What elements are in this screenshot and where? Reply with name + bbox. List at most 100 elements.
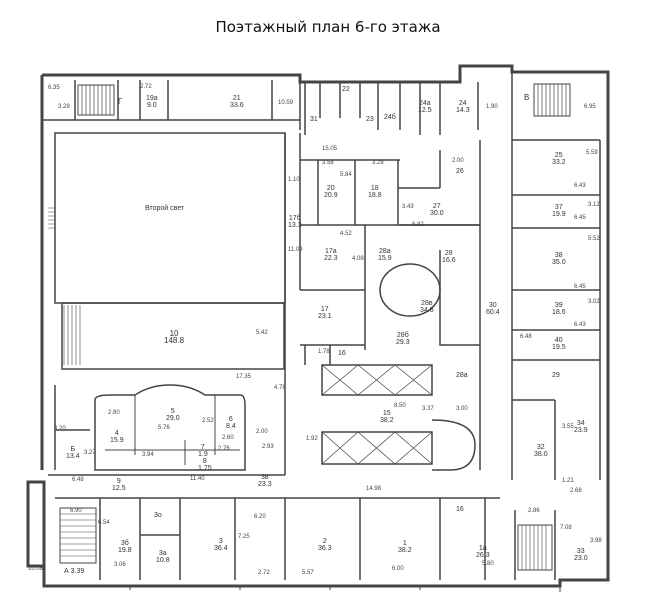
dimension-label: 2.93 — [262, 444, 274, 450]
room-label: 16 — [456, 506, 464, 513]
dimension-label: 7.08 — [560, 525, 572, 531]
room-label: 3о — [154, 512, 162, 519]
dimension-label: 3.20 — [54, 426, 66, 432]
room-label: Г — [118, 97, 123, 106]
dimension-label: 11.09 — [288, 247, 303, 253]
dimension-label: 2.72 — [140, 84, 152, 90]
room-label: 31 — [310, 116, 318, 123]
dimension-label: 2.68 — [570, 488, 582, 494]
dimension-label: 6.95 — [584, 104, 596, 110]
dimension-label: 3.37 — [422, 406, 434, 412]
dimension-label: 3.06 — [114, 562, 126, 568]
dimension-label: 11.40 — [190, 476, 205, 482]
dimension-label: 6.20 — [254, 514, 266, 520]
dimension-label: 1.78 — [318, 349, 330, 355]
room-label: В — [524, 93, 530, 102]
dimension-label: 3.58 — [322, 160, 334, 166]
room-label: 24б — [384, 114, 396, 121]
dimension-label: 4.52 — [340, 231, 352, 237]
dimension-label: 14.98 — [366, 486, 382, 492]
dimension-label: 4.08 — [352, 256, 364, 262]
dimension-label: 3.98 — [590, 538, 602, 544]
hall-label: Второй свет — [145, 205, 185, 212]
dimension-label: 1.21 — [562, 478, 574, 484]
dimension-label: 2.60 — [222, 435, 234, 441]
dimension-label: 3.28 — [372, 160, 384, 166]
dimension-label: 6.45 — [574, 215, 586, 221]
plan-title: Поэтажный план 6-го этажа — [215, 18, 441, 36]
room-label: 16 — [338, 350, 346, 357]
dimension-label: 17.35 — [236, 374, 252, 380]
room-label: 26 — [456, 168, 464, 175]
dimension-label: 6.43 — [574, 322, 586, 328]
room-label: А 3.39 — [64, 568, 85, 575]
dimension-label: 5.57 — [302, 570, 314, 576]
dimension-label: 5.80 — [482, 561, 494, 567]
dimension-label: 1.10 — [288, 177, 300, 183]
room-label: 22 — [342, 86, 350, 93]
dimension-label: 3.94 — [142, 452, 154, 458]
dimension-label: 5.84 — [340, 172, 352, 178]
dimension-label: 2.86 — [528, 508, 540, 514]
dimension-label: 1.90 — [486, 104, 498, 110]
dimension-label: 6.82 — [412, 222, 424, 228]
dimension-label: 6.45 — [574, 284, 586, 290]
dimension-label: 5.42 — [256, 330, 268, 336]
room-label: 28а — [456, 372, 468, 379]
dimension-label: 2.52 — [202, 418, 214, 424]
dimension-label: 15.05 — [322, 146, 338, 152]
dimension-label: 2.72 — [258, 570, 270, 576]
dimension-label: 6.00 — [392, 566, 404, 572]
dimension-label: 6.90 — [70, 508, 82, 514]
dimension-label: 2.00 — [452, 158, 464, 164]
dimension-label: 6.35 — [48, 85, 60, 91]
dimension-label: 6.43 — [574, 183, 586, 189]
dimension-label: 5.59 — [586, 150, 598, 156]
dimension-label: 6.48 — [520, 334, 532, 340]
dimension-label: 10.08 — [28, 566, 44, 572]
dimension-label: 2.00 — [256, 429, 268, 435]
dimension-label: 3.12 — [588, 202, 600, 208]
dimension-label: 3.28 — [58, 104, 70, 110]
dimension-label: 2.80 — [108, 410, 120, 416]
dimension-label: 3.27 — [84, 450, 96, 456]
dimension-label: 3.55 — [562, 424, 574, 430]
dimension-label: 6.48 — [72, 477, 84, 483]
